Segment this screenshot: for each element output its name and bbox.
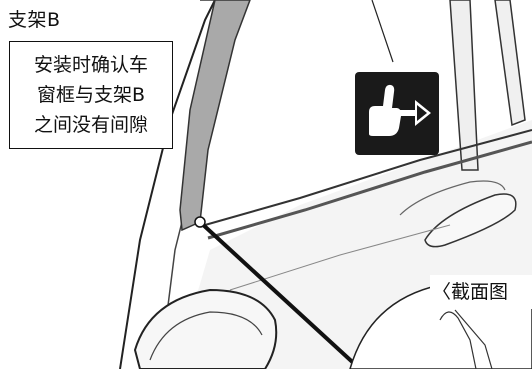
bracket-b-label: 支架B bbox=[8, 9, 61, 31]
leader-line bbox=[198, 220, 362, 369]
note-line-2: 窗框与支架B bbox=[36, 84, 146, 106]
section-detail bbox=[439, 311, 477, 369]
b-pillar bbox=[449, 0, 479, 171]
door-handle bbox=[424, 193, 517, 248]
section-view-label: 〈截面图 bbox=[430, 275, 532, 309]
note-line-1: 安装时确认车 bbox=[33, 54, 148, 76]
side-mirror bbox=[133, 288, 278, 369]
window-visor bbox=[179, 0, 251, 232]
note-line-3: 之间没有间隙 bbox=[33, 114, 148, 136]
leader-dot bbox=[194, 216, 206, 228]
handle-recess bbox=[399, 180, 506, 216]
installation-note-box: 安装时确认车 窗框与支架B 之间没有间隙 bbox=[9, 41, 173, 149]
beltline-trim bbox=[204, 129, 532, 226]
push-hand-arrow-icon bbox=[355, 72, 439, 155]
mirror-inner bbox=[149, 311, 263, 361]
section-detail-2 bbox=[454, 309, 493, 369]
body-crease bbox=[229, 224, 451, 291]
bracket-leader bbox=[371, 0, 394, 63]
b-pillar-rear bbox=[494, 0, 526, 127]
beltline-trim-lower bbox=[207, 140, 532, 240]
